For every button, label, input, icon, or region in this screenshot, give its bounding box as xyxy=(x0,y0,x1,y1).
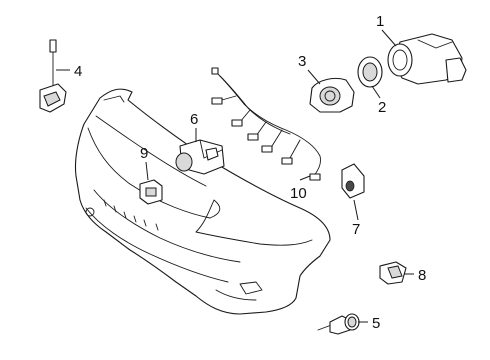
retaining-ring-part-2 xyxy=(357,56,383,88)
bracket-part-9 xyxy=(139,179,163,205)
callout-10: 10 xyxy=(290,185,307,202)
callout-6: 6 xyxy=(190,111,198,128)
sensor-with-cable-part-4 xyxy=(39,39,67,113)
callout-5: 5 xyxy=(372,315,380,332)
clip-part-5 xyxy=(317,313,360,335)
callout-9: 9 xyxy=(140,145,148,162)
parking-sensor-part-1 xyxy=(387,33,467,85)
callout-8: 8 xyxy=(418,267,426,284)
callout-labels: 1 2 3 4 5 6 7 8 9 10 xyxy=(74,13,426,332)
side-sensor-part-7 xyxy=(341,163,365,199)
leader-lines xyxy=(56,29,414,323)
control-module-part-6 xyxy=(175,139,225,175)
callout-2: 2 xyxy=(378,99,386,116)
callout-7: 7 xyxy=(352,221,360,238)
wiring-harness-part-10 xyxy=(211,67,321,181)
sensor-bracket-part-3 xyxy=(309,77,355,113)
cover-cap-part-8 xyxy=(379,261,407,285)
bumper-cover xyxy=(74,88,331,315)
callout-4: 4 xyxy=(74,63,82,80)
callout-3: 3 xyxy=(298,53,306,70)
callout-1: 1 xyxy=(376,13,384,30)
